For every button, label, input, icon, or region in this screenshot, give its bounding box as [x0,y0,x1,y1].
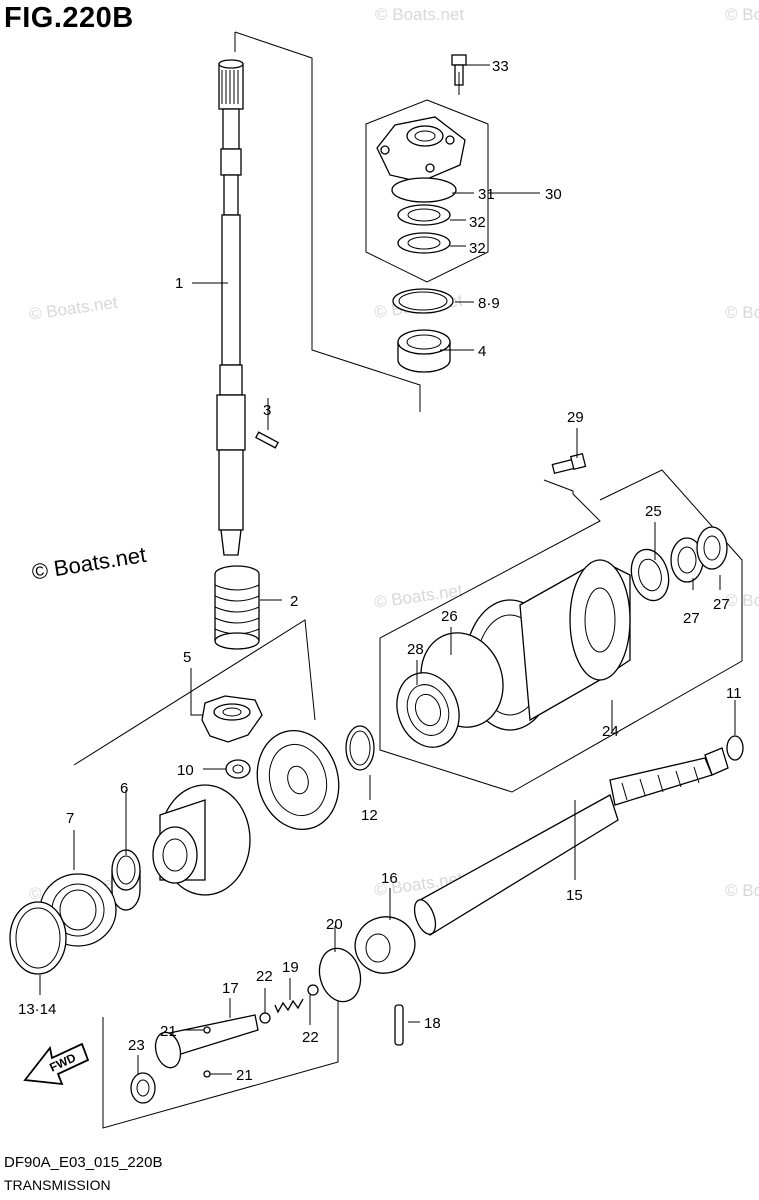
bearing [397,329,451,373]
forward-gear [152,784,251,896]
bolt [551,452,587,475]
gear-case [464,559,631,731]
callout-12: 12 [361,807,378,824]
callout-21: 21 [160,1023,177,1040]
housing-group-outline [365,99,489,283]
shim-inner [398,291,448,311]
shim-inner [349,730,371,766]
reverse-gear [256,729,340,831]
callout-15: 15 [566,887,583,904]
callout-19: 19 [282,959,299,976]
spring [214,565,260,650]
ball [259,1012,271,1024]
callout-21: 21 [236,1067,253,1084]
ball [307,984,319,996]
clutch-dog [354,916,416,974]
bearing [396,672,460,748]
faint-watermark: © Boats.net [725,5,759,24]
shift-slider [154,1014,259,1069]
callout-8-9: 8·9 [478,295,500,312]
callout-5: 5 [183,649,191,666]
callout-25: 25 [645,503,662,520]
callout-3: 3 [263,402,271,419]
gear-group-outline-top [73,619,316,766]
nut [225,759,251,779]
faint-watermark: © Boats.net [725,303,759,322]
bearing [630,548,670,602]
ball [203,1026,211,1034]
callout-18: 18 [424,1015,441,1032]
callout-11: 11 [726,685,742,702]
callout-1: 1 [175,275,183,292]
circlip [726,735,744,761]
shim [345,725,375,771]
callout-2: 2 [290,593,298,610]
callout-7: 7 [66,810,74,827]
callout-labels: 1 2 3 4 5 6 7 8·9 10 11 12 13·14 15 16 1… [18,58,742,1084]
clutch-group-outline [102,980,339,1129]
forward-direction-arrow: FWD [23,1042,90,1086]
faint-watermark: © Boats.net [375,5,464,24]
spring [274,998,304,1014]
callout-33: 33 [492,58,509,75]
leader-lines [39,64,736,1075]
callout-22: 22 [302,1029,319,1046]
drive-shaft [216,59,246,556]
callout-27: 27 [713,596,730,613]
callout-10: 10 [177,762,194,779]
pin [255,431,279,449]
needle-bearing [111,849,141,911]
callout-31: 31 [478,186,495,203]
figure-title: FIG.220B [4,2,134,34]
faint-watermark: © Boats.net [725,881,759,900]
propeller-shaft [413,747,729,937]
callout-22: 22 [256,968,273,985]
oil-seal [397,204,451,226]
clutch-spring-clip [318,947,362,1003]
callout-32: 32 [469,240,486,257]
callout-27: 27 [683,610,700,627]
callout-23: 23 [128,1037,145,1054]
shaft-housing [376,116,466,183]
callout-28: 28 [407,641,424,658]
oil-seal [696,526,728,570]
callout-26: 26 [441,608,458,625]
washer [130,1072,156,1104]
o-ring [391,177,457,203]
callout-6: 6 [120,780,128,797]
callout-4: 4 [478,343,486,360]
callout-13-14: 13·14 [18,1001,56,1018]
callout-30: 30 [545,186,562,203]
callout-20: 20 [326,916,343,933]
faint-watermark: © Boats.net [28,293,119,324]
diagram-code: DF90A_E03_015_220B [4,1154,163,1171]
callout-17: 17 [222,980,239,997]
shaft-bracket [234,31,421,412]
shim [9,901,67,975]
assembly-name: TRANSMISSION [4,1177,111,1193]
callout-16: 16 [381,870,398,887]
ball [203,1070,211,1078]
pinion-gear [201,695,263,743]
cross-pin [394,1004,404,1046]
callout-32: 32 [469,214,486,231]
shim [392,288,454,314]
callout-24: 24 [602,723,619,740]
callout-29: 29 [567,409,584,426]
oil-seal [397,232,451,254]
washer-inner [136,1079,150,1097]
